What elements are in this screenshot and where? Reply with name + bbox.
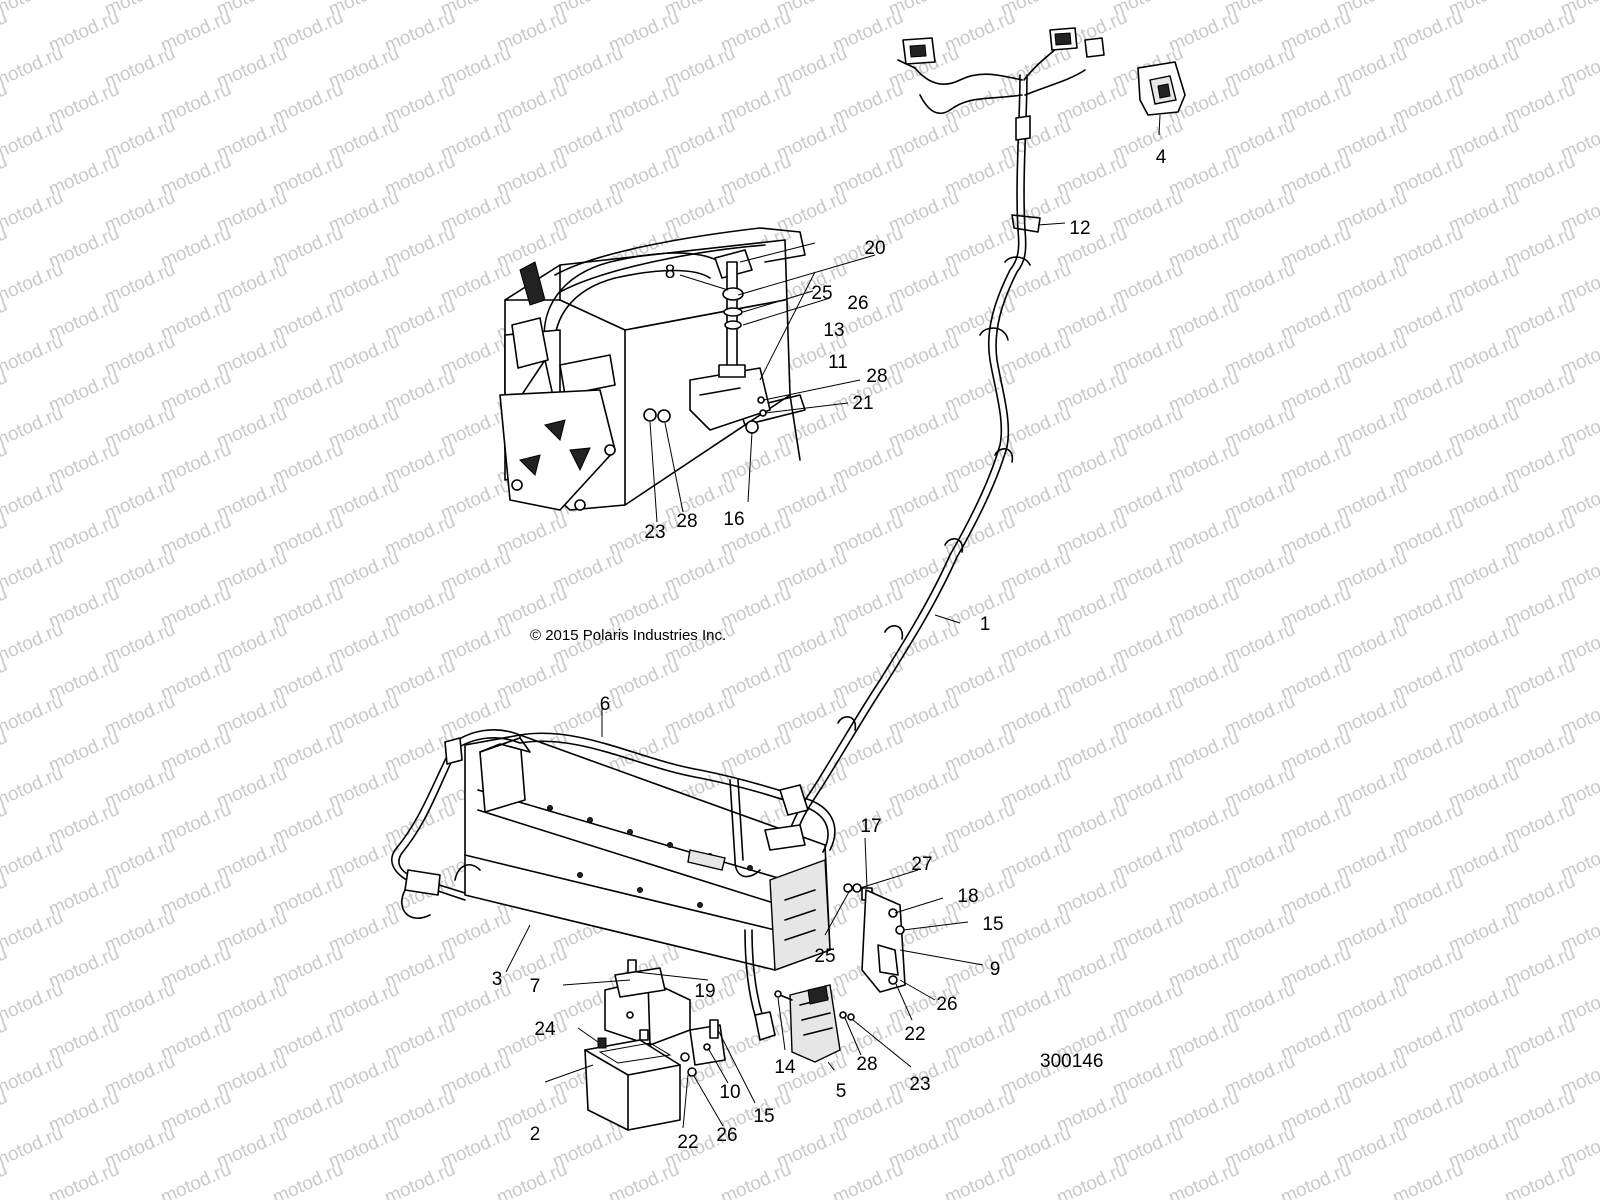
callout-4: 4	[1156, 147, 1167, 168]
watermark-text: motod.ru	[0, 835, 67, 885]
callout-15a: 15	[753, 1106, 774, 1127]
callout-8: 8	[665, 262, 676, 283]
callout-23b: 23	[909, 1074, 930, 1095]
watermark-text: motod.ru	[1389, 1159, 1466, 1200]
callout-26a: 26	[847, 293, 868, 314]
watermark-text: motod.ru	[1221, 1195, 1298, 1200]
callout-28c: 28	[856, 1054, 877, 1075]
watermark-text: motod.ru	[0, 1051, 67, 1101]
callout-24: 24	[534, 1019, 556, 1040]
watermark-text: motod.ru	[549, 1195, 626, 1200]
watermark-text: motod.ru	[773, 1195, 850, 1200]
watermark-text: motod.ru	[997, 1195, 1074, 1200]
callout-11: 11	[828, 352, 848, 373]
watermark-text: motod.ru	[0, 0, 67, 21]
callout-25a: 25	[811, 283, 832, 304]
watermark-text: motod.ru	[0, 259, 67, 309]
watermark-text: motod.ru	[325, 1195, 402, 1200]
callout-1: 1	[980, 614, 991, 635]
callout-26c: 26	[716, 1125, 737, 1146]
watermark-text: motod.ru	[0, 619, 67, 669]
callout-3: 3	[492, 969, 503, 990]
watermark-text: motod.ru	[0, 691, 67, 741]
watermark-text: motod.ru	[0, 43, 67, 93]
watermark-text: motod.ru	[885, 1195, 962, 1200]
watermark-text: motod.ru	[1445, 1195, 1522, 1200]
watermark-text: motod.ru	[0, 547, 67, 597]
callout-20: 20	[864, 238, 885, 259]
frame-detail-drawing	[499, 227, 806, 511]
callout-10: 10	[719, 1082, 740, 1103]
callout-7: 7	[530, 976, 541, 997]
figure-number: 300146	[1040, 1051, 1104, 1072]
watermark-text: motod.ru	[0, 907, 67, 957]
watermark-text: motod.ru	[437, 1195, 514, 1200]
battery-tray-drawing	[391, 729, 906, 1131]
callout-17: 17	[860, 816, 881, 837]
callout-26b: 26	[936, 994, 957, 1015]
callout-19: 19	[694, 981, 715, 1002]
watermark-text: motod.ru	[717, 1159, 794, 1200]
watermark-text: motod.ru	[0, 115, 67, 165]
watermark-text: motod.ru	[1501, 1159, 1578, 1200]
watermark-text: motod.ru	[1165, 1159, 1242, 1200]
watermark-text: motod.ru	[45, 1159, 122, 1200]
watermark-text: motod.ru	[101, 1195, 178, 1200]
watermark-text: motod.ru	[0, 475, 67, 525]
leader-lines	[505, 114, 1161, 1129]
watermark-text: motod.ru	[493, 1159, 570, 1200]
watermark-text: motod.ru	[1053, 1159, 1130, 1200]
watermark-text: motod.ru	[213, 1195, 290, 1200]
callout-2: 2	[530, 1124, 541, 1145]
watermark-text: motod.ru	[0, 763, 67, 813]
callout-18: 18	[957, 886, 978, 907]
watermark-text: motod.ru	[0, 187, 67, 237]
watermark-text: motod.ru	[381, 1159, 458, 1200]
callout-23a: 23	[644, 522, 665, 543]
watermark-text: motod.ru	[941, 1159, 1018, 1200]
callout-22b: 22	[904, 1024, 925, 1045]
callout-6: 6	[600, 694, 611, 715]
watermark-text: motod.ru	[1333, 1195, 1410, 1200]
watermark-text: motod.ru	[157, 1159, 234, 1200]
watermark-text: motod.ru	[269, 1159, 346, 1200]
callout-5: 5	[836, 1081, 847, 1102]
callout-25b: 25	[814, 946, 835, 967]
callout-16: 16	[723, 509, 744, 530]
callout-28b: 28	[676, 511, 697, 532]
watermark-text: motod.ru	[1277, 1159, 1354, 1200]
watermark-text: motod.ru	[829, 1159, 906, 1200]
callout-9: 9	[990, 959, 1001, 980]
watermark-text: motod.ru	[0, 403, 67, 453]
callout-27: 27	[911, 854, 932, 875]
watermark-text: motod.ru	[1557, 1195, 1600, 1200]
watermark-text: motod.ru	[0, 331, 67, 381]
watermark-text: motod.ru	[0, 1123, 67, 1173]
callout-28a: 28	[866, 366, 887, 387]
wire-harness	[789, 27, 1186, 833]
callout-13: 13	[823, 320, 844, 341]
callout-15b: 15	[982, 914, 1003, 935]
watermark-text: motod.ru	[605, 1159, 682, 1200]
watermark-text: motod.ru	[0, 1195, 67, 1200]
watermark-text: motod.ru	[0, 1159, 11, 1200]
callout-14: 14	[774, 1057, 796, 1078]
watermark-text: motod.ru	[0, 979, 67, 1029]
copyright-notice: © 2015 Polaris Industries Inc.	[530, 627, 727, 644]
callout-21: 21	[852, 393, 873, 414]
callout-12: 12	[1069, 218, 1090, 239]
callout-22a: 22	[677, 1132, 698, 1153]
callouts: 1 2 3 4 5 6 7 8 9 10 11 12 13 14 15 15 1…	[492, 147, 1167, 1153]
watermark-text: motod.ru	[661, 1195, 738, 1200]
watermark-text: motod.ru	[1109, 1195, 1186, 1200]
